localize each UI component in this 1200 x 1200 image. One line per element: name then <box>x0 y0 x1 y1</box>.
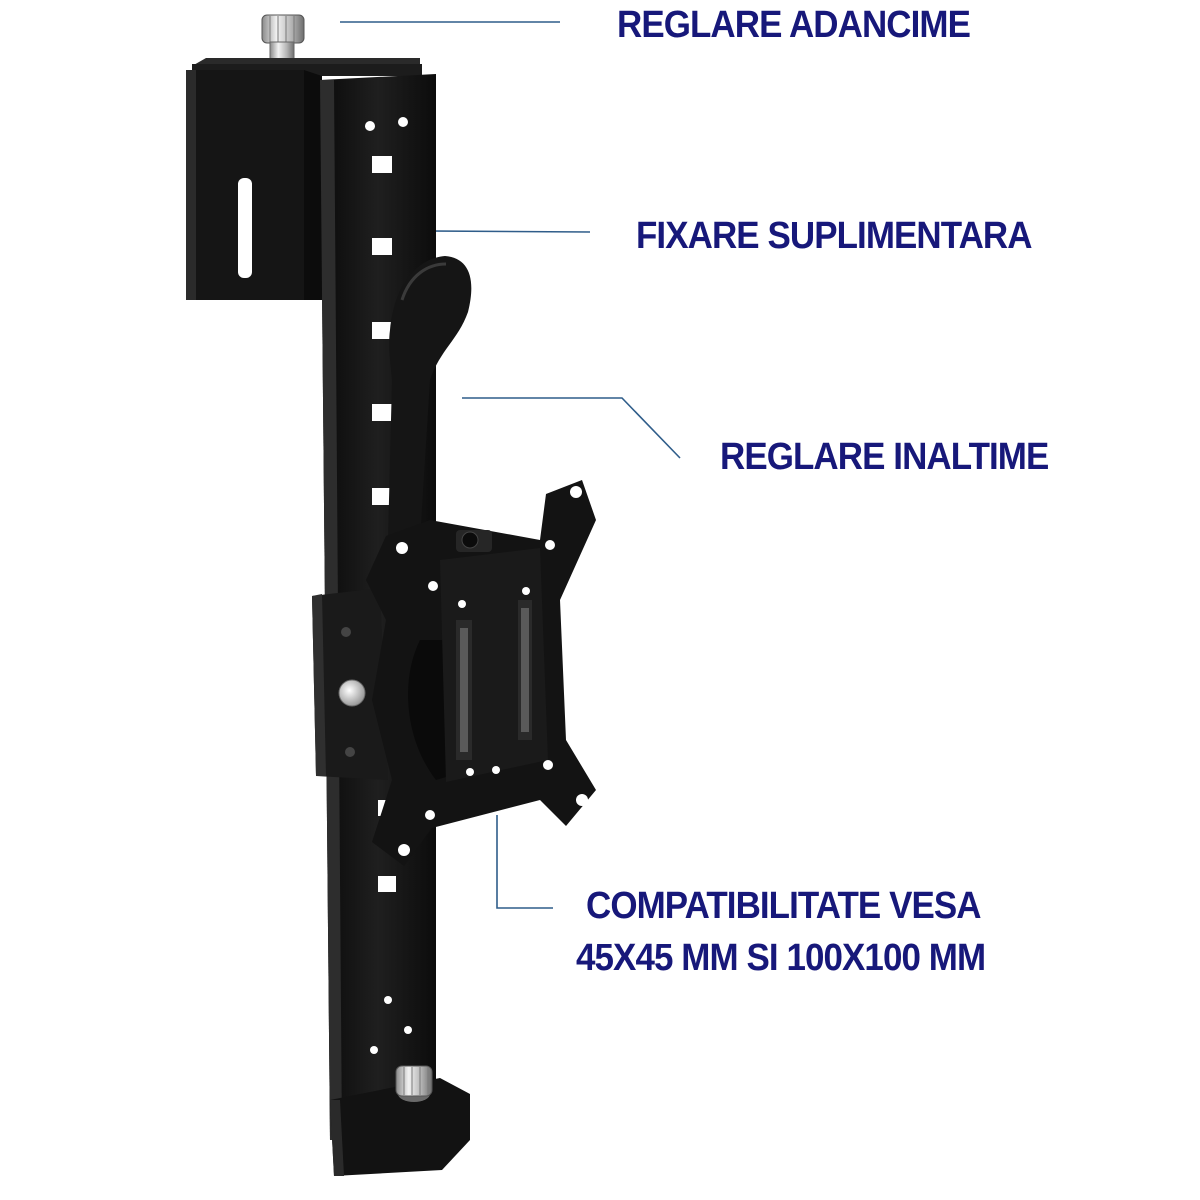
callout-vesa-compat-line2: 45X45 MM SI 100X100 MM <box>576 937 986 979</box>
callout-depth-adjust: REGLARE ADANCIME <box>617 4 971 46</box>
leader-line-vesa <box>496 815 553 909</box>
hook-bracket <box>186 58 422 300</box>
callout-extra-fixing: FIXARE SUPLIMENTARA <box>636 215 1032 257</box>
height-adjust-lever <box>388 256 472 540</box>
bottom-knob <box>395 1065 433 1102</box>
callout-vesa-compat-line1: COMPATIBILITATE VESA <box>586 885 982 927</box>
leader-line-height <box>462 397 681 459</box>
sliding-carriage <box>312 588 388 780</box>
bottom-clamp <box>330 1065 470 1176</box>
vesa-plate <box>366 480 596 866</box>
callout-height-adjust: REGLARE INALTIME <box>720 436 1049 478</box>
